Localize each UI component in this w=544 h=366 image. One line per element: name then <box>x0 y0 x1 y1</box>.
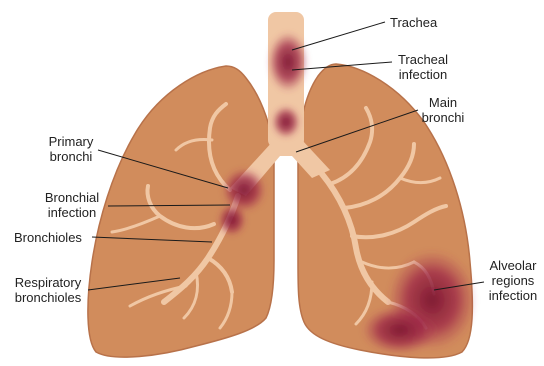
label-respiratory-bronchioles: Respiratory bronchioles <box>10 275 86 305</box>
label-bronchioles: Bronchioles <box>14 230 82 245</box>
label-main-bronchi: Main bronchi <box>420 95 466 125</box>
label-tracheal-infection: Tracheal infection <box>394 52 452 82</box>
leader-line-trachea <box>292 22 385 50</box>
label-bronchial-infection: Bronchial infection <box>40 190 104 220</box>
label-trachea: Trachea <box>390 15 437 30</box>
label-alveolar-infection: Alveolar regions infection <box>484 258 542 303</box>
bronchial-infection-area-lower <box>218 204 246 236</box>
alveolar-infection-area-base <box>362 306 438 354</box>
tracheal-infection-area <box>268 32 308 92</box>
tracheal-infection-area-lower <box>272 106 300 138</box>
label-primary-bronchi: Primary bronchi <box>40 134 102 164</box>
